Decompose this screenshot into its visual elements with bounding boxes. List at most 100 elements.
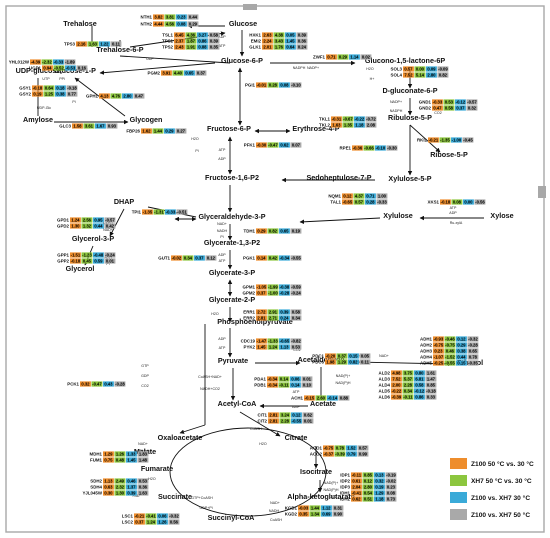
fold-change-cell xyxy=(437,66,449,72)
fold-change-cell xyxy=(153,21,164,27)
fold-change-value: 0.06 xyxy=(291,377,300,382)
fold-change-value: 0.57 xyxy=(355,200,364,205)
fold-change-cell xyxy=(426,66,437,72)
fold-change-value: 0.46 xyxy=(127,479,136,484)
fold-change-value: -0.31 xyxy=(332,117,342,122)
gene-name: CIT1 xyxy=(257,413,267,418)
fold-change-value: -0.01 xyxy=(257,83,267,88)
fold-change-value: 0.12 xyxy=(343,194,352,199)
fold-change-cell xyxy=(362,478,374,484)
fold-change-cell xyxy=(391,370,402,376)
fold-change-value: 1.83 xyxy=(139,452,148,457)
metabolite-fumarate: Fumarate xyxy=(141,464,173,473)
fold-change-cell xyxy=(414,72,426,78)
fold-change-cell xyxy=(467,342,479,348)
fold-change-value: 1.33 xyxy=(127,452,136,457)
fold-change-value: 2.32 xyxy=(116,485,125,490)
fold-change-cell xyxy=(290,284,302,290)
fold-change-value: -0.37 xyxy=(324,452,334,457)
fold-change-cell xyxy=(414,394,425,400)
fold-change-cell xyxy=(174,32,185,38)
fold-change-value: 0.79 xyxy=(347,452,356,457)
gene-name: TPS1 xyxy=(162,39,174,44)
fold-change-value: 0.29 xyxy=(189,22,198,27)
fold-change-cell xyxy=(256,344,267,350)
gene-name: TPS3 xyxy=(64,42,76,47)
fold-change-value: 2.60 xyxy=(317,396,326,401)
metabolite-xylulose: Xylulose xyxy=(383,211,413,220)
fold-change-value: -0.22 xyxy=(355,117,365,122)
cofactor-label: CoASH+NAD+ xyxy=(198,375,222,379)
fold-change-value: 2.71 xyxy=(269,316,278,321)
fold-change-cell xyxy=(363,145,375,151)
gene-name: IDH1 xyxy=(340,491,351,496)
fold-change-cell xyxy=(290,142,302,148)
metabolite-glycerol: Glycerol xyxy=(66,264,95,273)
cofactor-label: CoASH xyxy=(270,518,282,522)
cofactor-label: CO2 xyxy=(434,111,441,115)
fold-change-value: -0.03 xyxy=(299,506,309,511)
fold-change-cell xyxy=(414,370,425,376)
fold-change-cell xyxy=(262,32,273,38)
metabolite-acetate: Acetate xyxy=(310,399,336,408)
fold-change-value: 0.14 xyxy=(280,377,289,382)
fold-change-value: 3.82 xyxy=(154,15,163,20)
fold-change-value: -0.55 xyxy=(445,361,455,366)
fold-change-cell xyxy=(278,376,290,382)
fold-change-value: -0.33 xyxy=(54,60,64,65)
cofactor-label: ATP xyxy=(450,206,457,210)
fold-change-cell xyxy=(432,105,443,111)
fold-change-value: 1.35 xyxy=(344,123,353,128)
fold-change-cell xyxy=(267,376,278,382)
gene-name: ERR1 xyxy=(243,310,255,315)
fold-change-value: 0.53 xyxy=(292,345,301,350)
cofactor-label: GTP+CoASH xyxy=(191,496,213,500)
fold-change-value: 4.98 xyxy=(392,371,401,376)
fold-change-cell xyxy=(444,360,456,366)
fold-change-value: 2.28 xyxy=(281,419,290,424)
fold-change-value: -0.39 xyxy=(335,452,345,457)
fold-change-cell xyxy=(336,353,348,359)
fold-change-cell xyxy=(126,451,137,457)
fold-change-value: 2.37 xyxy=(175,39,184,44)
metabolite-xylose: Xylose xyxy=(490,211,513,220)
cofactor-label: NAD(P)H xyxy=(336,381,351,385)
fold-change-cell xyxy=(142,209,153,215)
fold-change-cell xyxy=(402,376,414,382)
gene-name: GUT1 xyxy=(158,256,170,261)
cofactor-label: ADP xyxy=(218,157,226,161)
fold-change-cell xyxy=(414,376,425,382)
gene-name: GPM1 xyxy=(243,285,256,290)
fold-change-value: -0.24 xyxy=(105,253,115,258)
fold-change-value: -0.34 xyxy=(268,377,278,382)
fold-change-value: 0.15 xyxy=(349,354,358,359)
fold-change-value: 2.08 xyxy=(367,123,376,128)
fold-change-value: 6.45 xyxy=(175,33,184,38)
fold-change-value: -0.21 xyxy=(429,138,439,143)
fold-change-value: -0.09 xyxy=(438,67,448,72)
fold-change-cell xyxy=(168,513,180,519)
fold-change-cell xyxy=(346,451,357,457)
fold-change-value: 1.61 xyxy=(427,371,436,376)
fold-change-value: 0.38 xyxy=(457,349,466,354)
pathway-arrow xyxy=(109,208,125,237)
fold-change-value: 0.18 xyxy=(56,86,65,91)
fold-change-cell xyxy=(114,451,126,457)
fold-change-cell xyxy=(443,105,455,111)
fold-change-cell xyxy=(376,199,388,205)
fold-change-value: 0.65 xyxy=(185,71,194,76)
fold-change-cell xyxy=(391,382,402,388)
fold-change-value: 0.15 xyxy=(457,361,466,366)
fold-change-value: -0.24 xyxy=(291,291,301,296)
fold-change-cell xyxy=(290,382,301,388)
metabolite-amylose: Amylose xyxy=(23,115,53,124)
gene-name: LSC1 xyxy=(122,514,134,519)
fold-change-value: 1.14 xyxy=(350,55,359,60)
